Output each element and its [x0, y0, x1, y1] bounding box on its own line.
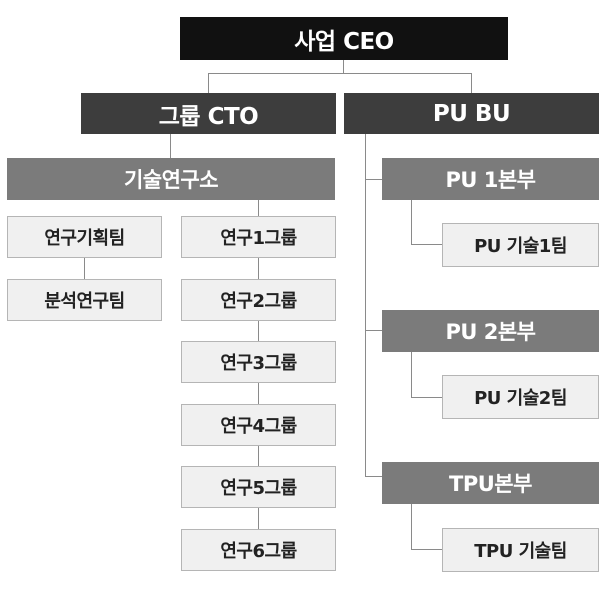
division-2-box: PU 2본부	[382, 310, 599, 352]
research-group-3-box: 연구3그룹	[181, 341, 336, 383]
planning-team-box: 연구기획팀	[7, 216, 162, 258]
division-3-team-box: TPU 기술팀	[442, 528, 599, 572]
connector-bu-div1	[365, 179, 383, 180]
connector-div1-team-h	[411, 244, 443, 245]
lab-box: 기술연구소	[7, 158, 335, 200]
research-group-4-box: 연구4그룹	[181, 404, 336, 446]
connector-to-bu	[471, 73, 472, 93]
bu-box: PU BU	[344, 93, 599, 134]
connector-bu-trunk	[365, 134, 366, 477]
research-group-2-box: 연구2그룹	[181, 279, 336, 321]
analysis-team-box: 분석연구팀	[7, 279, 162, 321]
division-1-box: PU 1본부	[382, 158, 599, 200]
division-2-team-box: PU 기술2팀	[442, 375, 599, 419]
division-3-box: TPU본부	[382, 462, 599, 504]
research-group-1-box: 연구1그룹	[181, 216, 336, 258]
connector-div3-team-v	[411, 504, 412, 550]
connector-bu-div2	[365, 330, 383, 331]
connector-div2-team-v	[411, 351, 412, 398]
connector-div3-team-h	[411, 549, 443, 550]
cto-box: 그룹 CTO	[81, 93, 336, 134]
connector-cto-to-lab	[170, 134, 171, 158]
connector-to-cto	[208, 73, 209, 93]
connector-top-horizontal	[208, 73, 472, 74]
research-group-6-box: 연구6그룹	[181, 529, 336, 571]
connector-div1-team-v	[411, 200, 412, 245]
connector-ceo-down	[343, 60, 344, 74]
connector-planning-teams	[84, 258, 85, 280]
connector-div2-team-h	[411, 397, 443, 398]
research-group-5-box: 연구5그룹	[181, 466, 336, 508]
connector-bu-div3	[365, 476, 383, 477]
ceo-box: 사업 CEO	[180, 17, 508, 60]
division-1-team-box: PU 기술1팀	[442, 223, 599, 267]
